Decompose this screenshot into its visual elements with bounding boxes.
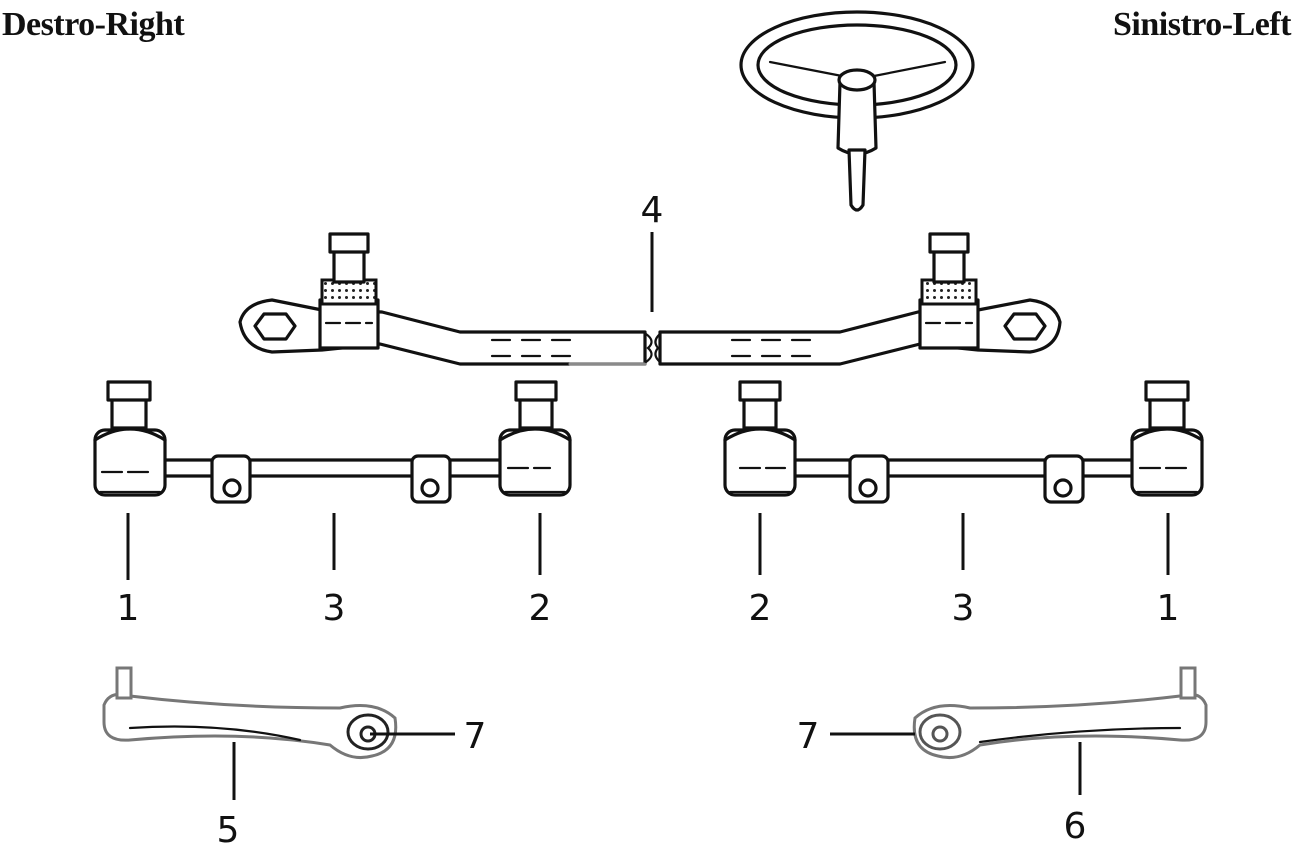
idler-arm-left <box>912 666 1208 760</box>
callout-2-right: 2 <box>529 588 552 629</box>
callout-7-left: 7 <box>797 716 820 757</box>
label-sinistro-left: Sinistro-Left <box>1113 6 1291 43</box>
callout-2-left: 2 <box>749 588 772 629</box>
center-link-assembly <box>238 232 1062 366</box>
callout-1-left: 1 <box>1157 588 1180 629</box>
idler-arm-right <box>102 666 398 760</box>
tie-rod-assembly-left <box>723 380 1204 504</box>
leader-lines <box>126 232 1170 800</box>
steering-wheel <box>739 10 975 212</box>
tie-rod-assembly-right <box>93 380 572 504</box>
label-destro-right: Destro-Right <box>2 6 185 43</box>
callout-3-left: 3 <box>952 588 975 629</box>
callout-4: 4 <box>641 190 664 231</box>
callout-7-right: 7 <box>464 716 487 757</box>
callout-1-right: 1 <box>117 588 140 629</box>
callout-3-right: 3 <box>323 588 346 629</box>
callout-5: 5 <box>217 810 240 851</box>
callout-6: 6 <box>1064 806 1087 847</box>
